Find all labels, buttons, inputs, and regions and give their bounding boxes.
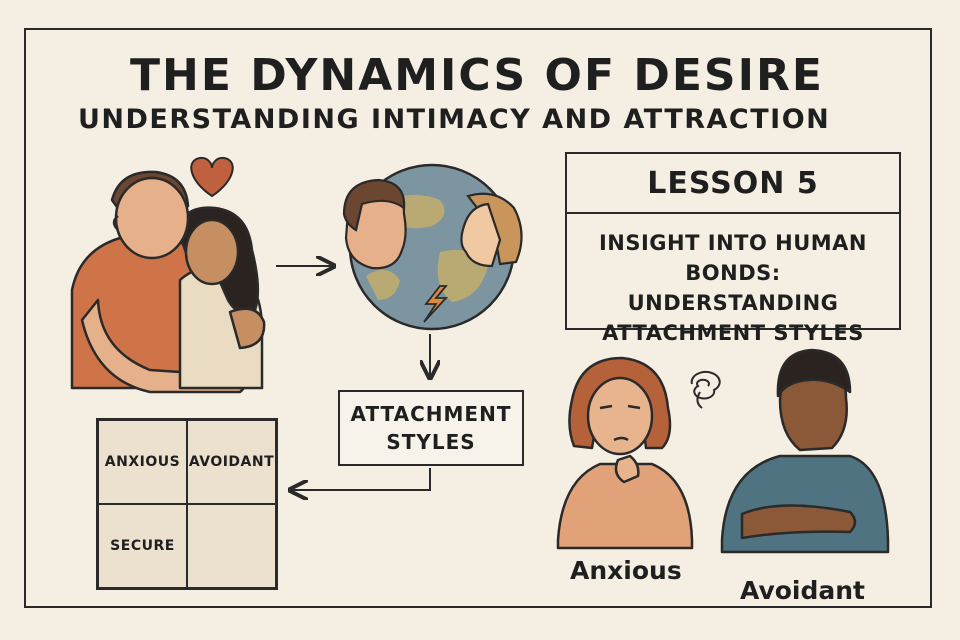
- lesson-description: INSIGHT INTO HUMAN BONDS: UNDERSTANDING …: [567, 214, 899, 348]
- anxious-person-illustration: [556, 356, 694, 550]
- attachment-styles-box: ATTACHMENT STYLES: [338, 390, 524, 466]
- lesson-panel: LESSON 5 INSIGHT INTO HUMAN BONDS: UNDER…: [565, 152, 901, 345]
- page-title: THE DYNAMICS OF DESIRE: [130, 50, 824, 101]
- avoidant-caption: Avoidant: [740, 576, 866, 605]
- man-ear: [112, 215, 119, 231]
- man-head: [114, 176, 190, 260]
- lesson-description-line: BONDS: UNDERSTANDING: [627, 261, 839, 315]
- grid-cell-anxious: ANXIOUS: [98, 420, 187, 504]
- grid-cell-empty: [187, 504, 276, 588]
- attachment-styles-line: ATTACHMENT: [350, 402, 512, 426]
- arrow-attachment-to-grid: [292, 468, 431, 490]
- grid-cell-avoidant: AVOIDANT: [187, 420, 276, 504]
- lesson-description-line: INSIGHT INTO HUMAN: [598, 231, 867, 255]
- couple-faces-on-globe: [342, 178, 523, 270]
- grid-cell-secure: SECURE: [98, 504, 187, 588]
- lesson-description-line: ATTACHMENT STYLES: [602, 321, 864, 345]
- avoidant-person-illustration: [720, 348, 890, 554]
- woman-hand: [228, 307, 266, 350]
- thought-swirl-icon: [690, 370, 721, 409]
- attachment-styles-line: STYLES: [386, 430, 476, 454]
- page-subtitle: UNDERSTANDING INTIMACY AND ATTRACTION: [78, 104, 831, 135]
- lesson-heading: LESSON 5: [567, 154, 899, 214]
- outer-frame: [24, 28, 932, 608]
- heart-icon: [190, 156, 234, 198]
- lightning-icon: [423, 285, 449, 323]
- anxious-caption: Anxious: [570, 556, 682, 585]
- attachment-grid: ANXIOUS AVOIDANT SECURE: [96, 418, 278, 590]
- woman-head: [184, 218, 240, 286]
- couple-illustration: [70, 170, 266, 394]
